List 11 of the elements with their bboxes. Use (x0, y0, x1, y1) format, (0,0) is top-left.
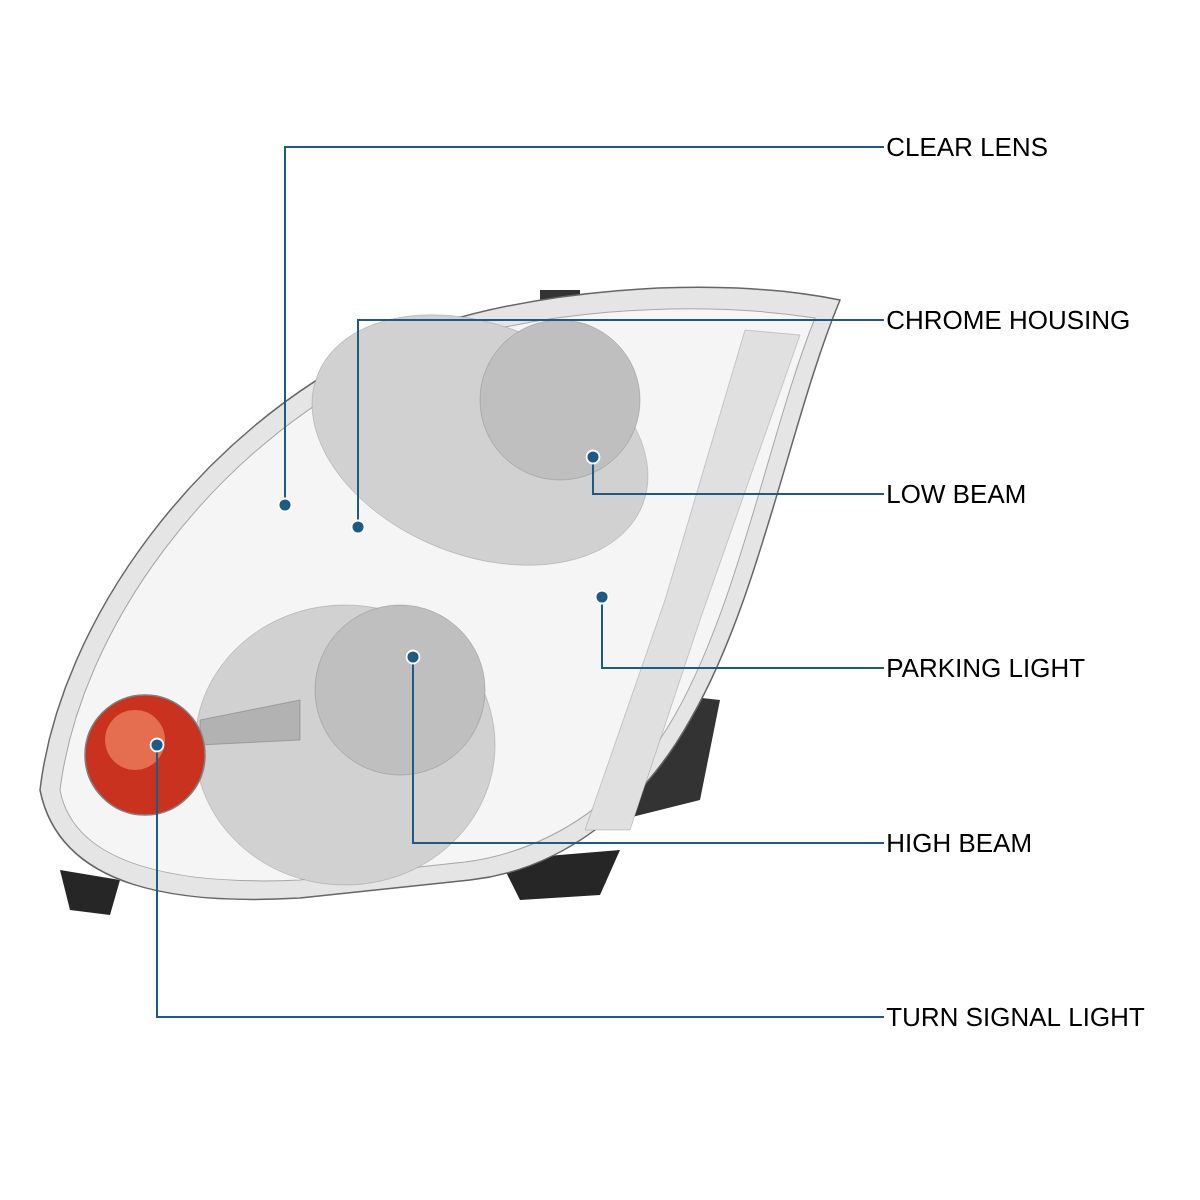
leader-line (601, 603, 885, 669)
callout-label: CHROME HOUSING (887, 310, 1129, 330)
callout-label: CLEAR LENS (887, 137, 1047, 157)
callout-label: HIGH BEAM (888, 833, 1030, 853)
leader-line (412, 663, 885, 844)
leader-line (357, 319, 885, 521)
callout-label: LOW BEAM (888, 484, 1025, 504)
callout-label: PARKING LIGHT (888, 658, 1085, 678)
callout-label: TURN SIGNAL LIGHT (886, 1007, 1145, 1027)
leader-line (284, 146, 885, 499)
leader-line (592, 463, 885, 495)
